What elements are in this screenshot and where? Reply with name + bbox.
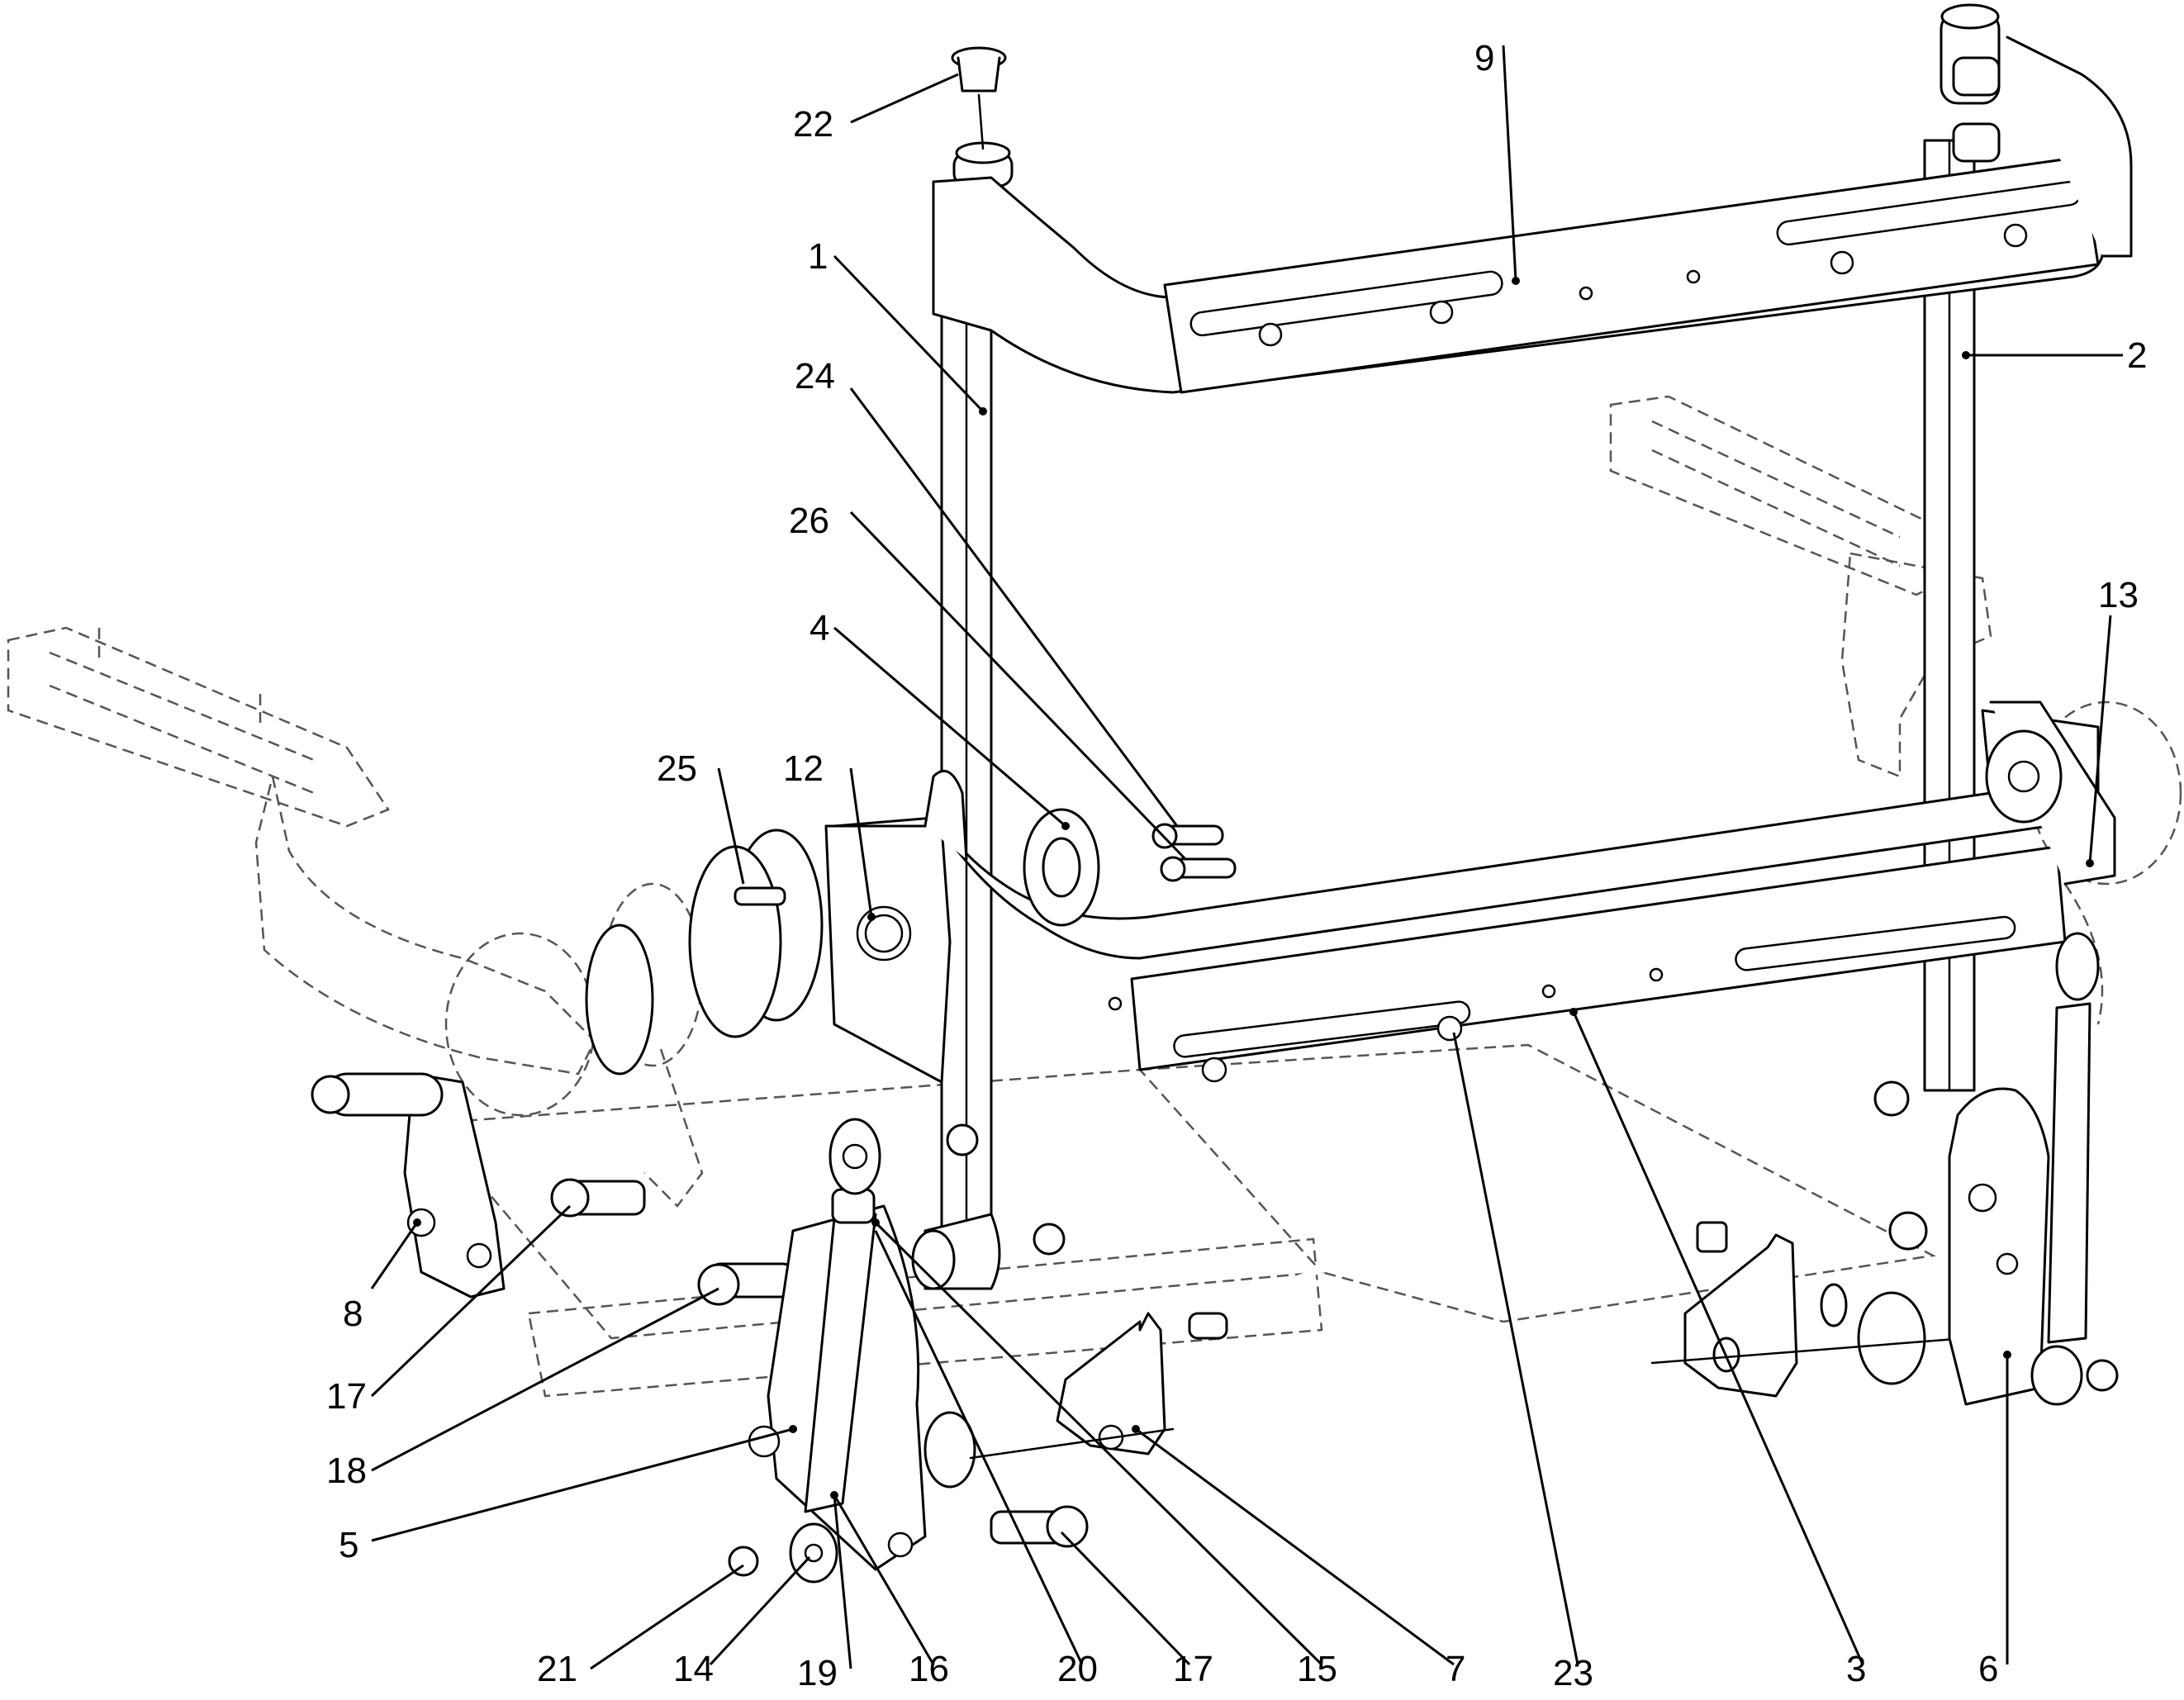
callout-22: 22 xyxy=(793,104,833,145)
callout-14: 14 xyxy=(673,1649,714,1689)
callout-15: 15 xyxy=(1297,1649,1337,1689)
end-plug xyxy=(951,46,1007,150)
callout-5: 5 xyxy=(339,1525,358,1565)
main-frame xyxy=(833,3,2133,1266)
callout-16: 16 xyxy=(909,1649,949,1689)
callout-8: 8 xyxy=(343,1294,363,1334)
callout-24: 24 xyxy=(795,356,835,397)
callout-4: 4 xyxy=(810,608,829,648)
callout-23: 23 xyxy=(1553,1653,1593,1693)
leader-dots xyxy=(413,277,2094,1499)
callout-18: 18 xyxy=(326,1451,367,1491)
callout-3: 3 xyxy=(1846,1649,1866,1689)
left-linkage xyxy=(311,1072,1228,1584)
callout-7: 7 xyxy=(1446,1649,1465,1689)
callout-2: 2 xyxy=(2127,335,2147,376)
leader-lines xyxy=(370,45,2123,1670)
callout-1: 1 xyxy=(808,236,828,277)
callout-17-upper: 17 xyxy=(326,1376,367,1417)
callout-13: 13 xyxy=(2098,575,2139,615)
callout-labels: 22 9 1 2 24 26 4 13 25 12 8 17 18 5 21 1… xyxy=(326,38,2147,1693)
callout-20: 20 xyxy=(1057,1649,1098,1689)
callout-19: 19 xyxy=(797,1653,838,1693)
callout-6: 6 xyxy=(1978,1649,1998,1689)
callout-9: 9 xyxy=(1474,38,1494,78)
callout-17-lower: 17 xyxy=(1173,1649,1213,1689)
right-linkage xyxy=(1650,932,2119,1406)
callout-25: 25 xyxy=(657,748,697,789)
callout-21: 21 xyxy=(537,1649,577,1689)
left-hinge-plate xyxy=(585,769,1237,1084)
callout-12: 12 xyxy=(783,748,824,789)
callout-26: 26 xyxy=(789,501,829,541)
control-cable xyxy=(1237,1222,1703,1307)
